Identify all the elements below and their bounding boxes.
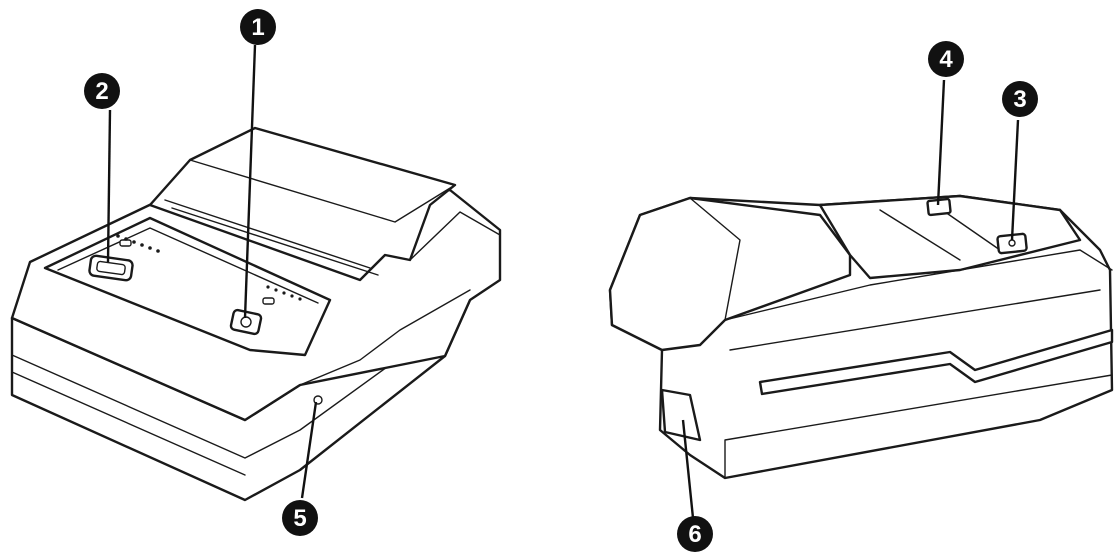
- printer-front-view: [10, 126, 502, 502]
- leader-4: [936, 79, 946, 206]
- leader-2: [106, 109, 112, 263]
- callout-2: 2: [84, 73, 120, 109]
- rear-compartment-edge: [689, 197, 741, 321]
- rear-bottom-edge: [724, 374, 1113, 479]
- front-side-contour: [409, 211, 501, 261]
- callout-1-label: 1: [251, 14, 264, 41]
- callout-5: 5: [282, 500, 318, 536]
- callout-6: 6: [677, 516, 713, 552]
- front-base-seam: [11, 324, 446, 459]
- leader-1: [243, 44, 257, 319]
- rear-paper-compartment: [608, 196, 852, 352]
- callout-1: 1: [240, 9, 276, 45]
- rear-top-plate: [818, 194, 1082, 280]
- leader-3: [1010, 119, 1020, 241]
- front-panel-inner-line: [57, 227, 319, 304]
- callout-3: 3: [1002, 81, 1038, 117]
- callout-6-label: 6: [688, 521, 701, 548]
- callout-3-label: 3: [1013, 86, 1026, 113]
- callout-4: 4: [928, 41, 964, 77]
- charging-port: [313, 395, 323, 405]
- feed-button-inner: [96, 260, 126, 276]
- rear-side-top-edge: [724, 249, 1113, 321]
- rear-connector-notch: [660, 388, 702, 442]
- leader-5: [300, 401, 318, 499]
- led-indicator-left: [119, 239, 132, 247]
- rear-paper-slot: [758, 328, 1114, 396]
- front-paper-slot: [171, 207, 379, 276]
- callout-5-label: 5: [293, 505, 306, 532]
- front-base-seam-lower: [11, 371, 246, 476]
- printer-rear-view: [608, 194, 1114, 480]
- leader-6: [681, 419, 695, 519]
- power-button[interactable]: [229, 308, 263, 336]
- rear-side-mid-edge: [729, 289, 1101, 351]
- callout-4-label: 4: [939, 46, 953, 73]
- rear-plate-inner: [879, 209, 961, 261]
- front-panel-label-dots: [116, 234, 302, 301]
- front-cover-ridge: [189, 159, 456, 223]
- callout-2-label: 2: [95, 78, 108, 105]
- front-cover-edge: [164, 199, 371, 269]
- led-indicator-right: [262, 297, 275, 305]
- front-side-groove: [299, 289, 471, 386]
